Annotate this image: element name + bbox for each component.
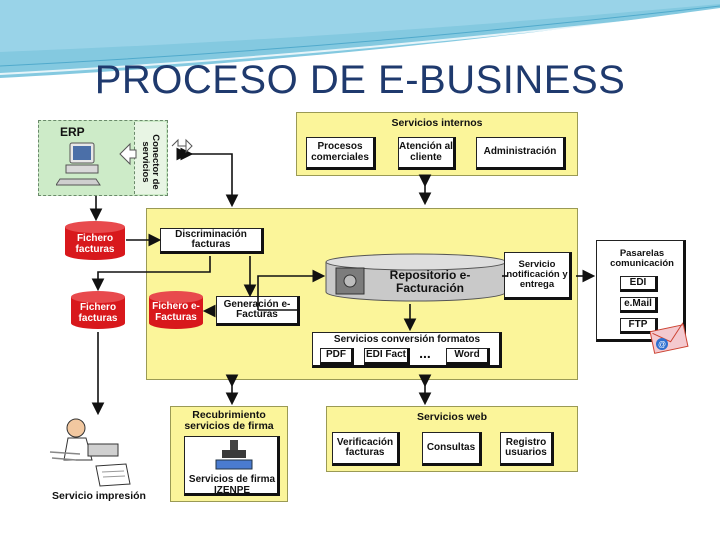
gateways-title: Pasarelas comunicación <box>610 248 674 269</box>
printing-person-icon <box>49 418 131 487</box>
fichero-facturas-1-label: Fichero facturas <box>75 233 115 255</box>
format-edifact: EDI Fact <box>364 348 410 365</box>
fichero-efacturas-label: Fichero e-Facturas <box>152 301 200 323</box>
format-word: Word <box>446 348 490 365</box>
notification-box: Servicio notificación y entrega <box>504 252 572 300</box>
web-item-registro: Registro usuarios <box>500 432 554 466</box>
erp-label: ERP <box>60 125 85 139</box>
fichero-facturas-2-cylinder <box>71 291 125 329</box>
svg-text:@: @ <box>658 340 666 349</box>
internal-services-title: Servicios internos <box>391 117 483 129</box>
web-item-verificacion: Verificación facturas <box>332 432 400 466</box>
header-swoosh <box>0 0 720 78</box>
signature-title: Recubrimiento servicios de firma <box>184 409 274 433</box>
connector-label: Conector de servicios <box>140 134 161 190</box>
fichero-facturas-2-label: Fichero facturas <box>78 302 118 324</box>
fichero-facturas-1-cylinder <box>65 221 125 260</box>
web-item-consultas: Consultas <box>422 432 482 466</box>
signature-service-label: Servicios de firma IZENPE <box>188 474 276 496</box>
fichero-efacturas-cylinder <box>149 291 203 329</box>
envelope-icon: @ <box>650 322 689 354</box>
stamp-icon <box>215 440 253 470</box>
computer-icon <box>56 142 101 186</box>
generation-box: Generación e-Facturas <box>216 296 300 326</box>
print-service-label: Servicio impresión <box>52 490 146 502</box>
repository-label: Repositorio e-Facturación <box>389 268 471 295</box>
conversion-title: Servicios conversión formatos <box>333 334 481 345</box>
internal-item-atencion: Atención al cliente <box>398 137 456 170</box>
internal-item-administracion: Administración <box>476 137 566 170</box>
internal-item-procesos: Procesos comerciales <box>306 137 376 170</box>
connector-box <box>134 122 166 194</box>
format-ellipsis: ... <box>419 345 431 361</box>
gateway-edi: EDI <box>620 276 658 292</box>
discrimination-box: Discriminación facturas <box>160 228 264 254</box>
repository-cylinder <box>325 253 507 302</box>
web-services-title: Servicios web <box>416 411 488 423</box>
gateway-email: e.Mail <box>620 297 658 313</box>
page-title: PROCESO DE E-BUSINESS <box>94 58 626 102</box>
gateway-ftp: FTP <box>620 318 658 334</box>
format-pdf: PDF <box>320 348 354 365</box>
